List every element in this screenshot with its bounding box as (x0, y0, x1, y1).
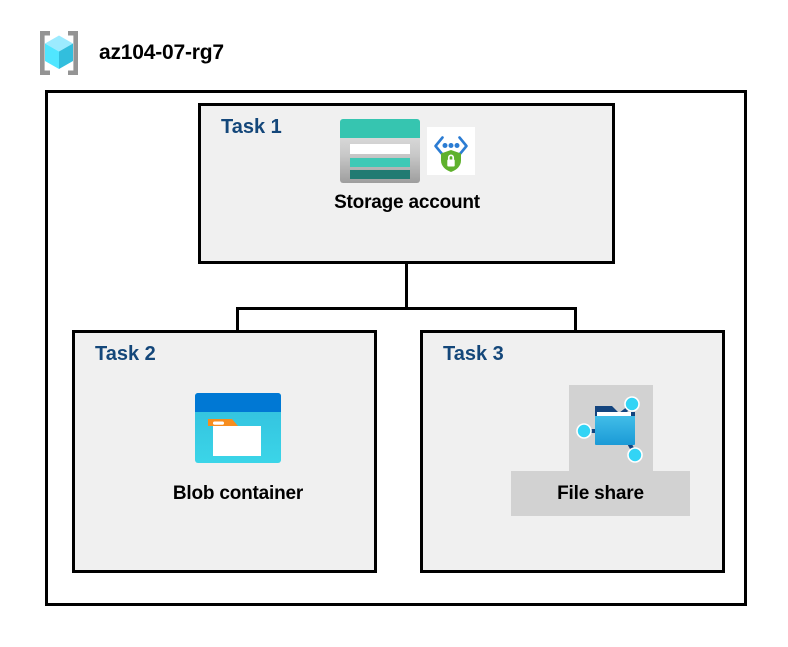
connector-storage-trunk (405, 225, 408, 309)
file-share-icon (573, 386, 649, 471)
task-1-label: Task 1 (221, 116, 282, 138)
node-file-share[interactable]: File share (511, 385, 690, 516)
node-blob-container[interactable]: Blob container (152, 392, 324, 505)
blob-container-caption: Blob container (172, 483, 304, 504)
resource-group-name: az104-07-rg7 (99, 41, 224, 64)
resource-group-header: az104-07-rg7 (33, 27, 224, 79)
connector-horizontal-bus (236, 307, 577, 310)
file-share-caption: File share (557, 482, 644, 504)
task-2-label: Task 2 (95, 343, 156, 365)
task-3-label: Task 3 (443, 343, 504, 365)
storage-account-caption: Storage account (334, 192, 480, 213)
storage-account-icon-row (339, 118, 475, 189)
storage-account-icon (339, 118, 421, 189)
blob-container-icon (194, 392, 282, 469)
secure-endpoint-shield-icon (427, 126, 475, 180)
file-share-highlight-plate (568, 385, 653, 471)
file-share-caption-plate: File share (511, 471, 690, 516)
resource-group-cube-icon (33, 27, 85, 79)
node-storage-account[interactable]: Storage account (291, 118, 523, 214)
